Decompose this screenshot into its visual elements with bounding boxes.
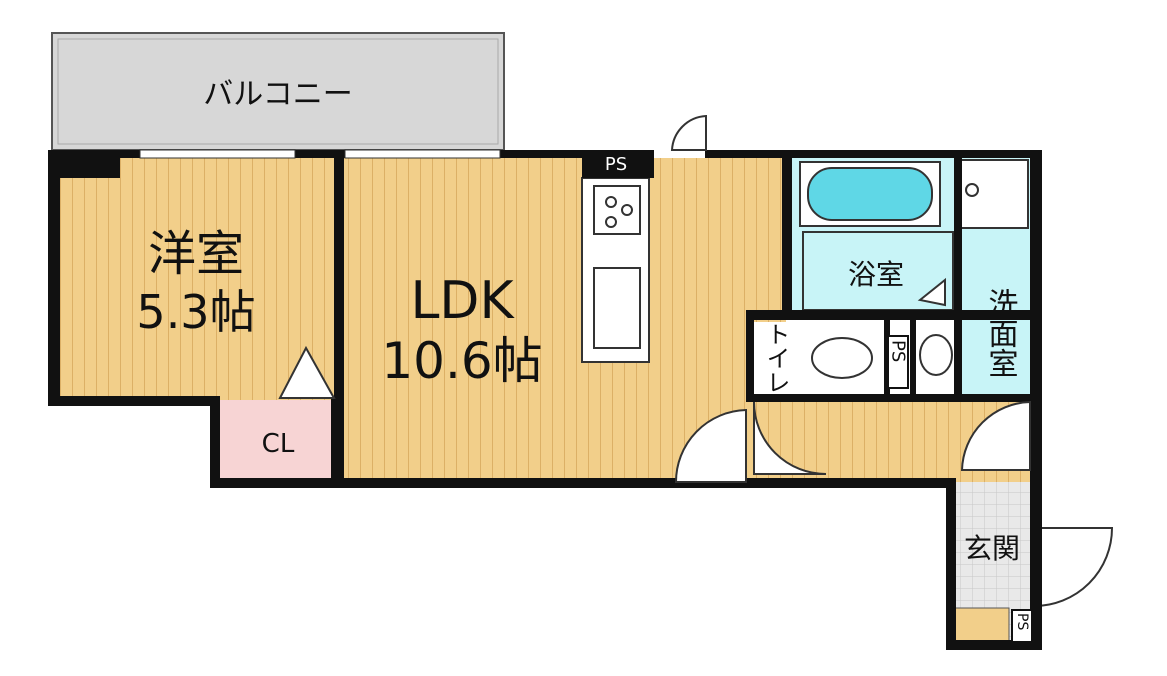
ldk-size: 10.6帖	[381, 332, 542, 390]
balcony-door	[670, 114, 707, 151]
windows	[139, 149, 501, 159]
western-room-door	[278, 345, 336, 399]
western-room-floor	[52, 158, 339, 400]
washing-machine	[959, 159, 1029, 229]
western-room-name: 洋室	[148, 226, 244, 282]
bath-label: 浴室	[848, 258, 904, 291]
washroom-door	[960, 400, 1031, 471]
closet: CL	[218, 400, 336, 482]
ps-kitchen-label: PS	[605, 154, 627, 175]
ldk-door	[674, 408, 747, 483]
ps-toilet-label: PS	[888, 340, 909, 362]
balcony: バルコニー	[51, 32, 505, 151]
toilet-label: トイレ	[762, 322, 790, 394]
toilet-door	[753, 401, 827, 475]
entrance: 玄関	[951, 482, 1114, 645]
closet-label: CL	[262, 429, 295, 459]
bathroom: 浴室	[790, 158, 958, 313]
toilet-room: トイレ	[751, 322, 889, 394]
ldk-name: LDK	[410, 271, 515, 331]
walls	[48, 150, 1042, 650]
toilet-bowl	[811, 337, 873, 379]
entrance-label: 玄関	[964, 532, 1020, 565]
washroom: 洗面室	[958, 158, 1034, 400]
ps-entrance-label: PS	[1014, 613, 1030, 630]
washroom-label: 洗面室	[983, 288, 1018, 378]
western-room-size: 5.3帖	[136, 285, 255, 339]
balcony-label: バルコニー	[203, 77, 352, 112]
kitchen-counter	[581, 177, 650, 363]
stove	[593, 185, 641, 235]
bathtub	[807, 167, 933, 221]
kitchen-sink	[593, 267, 641, 349]
sink	[919, 334, 953, 376]
doors	[278, 114, 1031, 483]
